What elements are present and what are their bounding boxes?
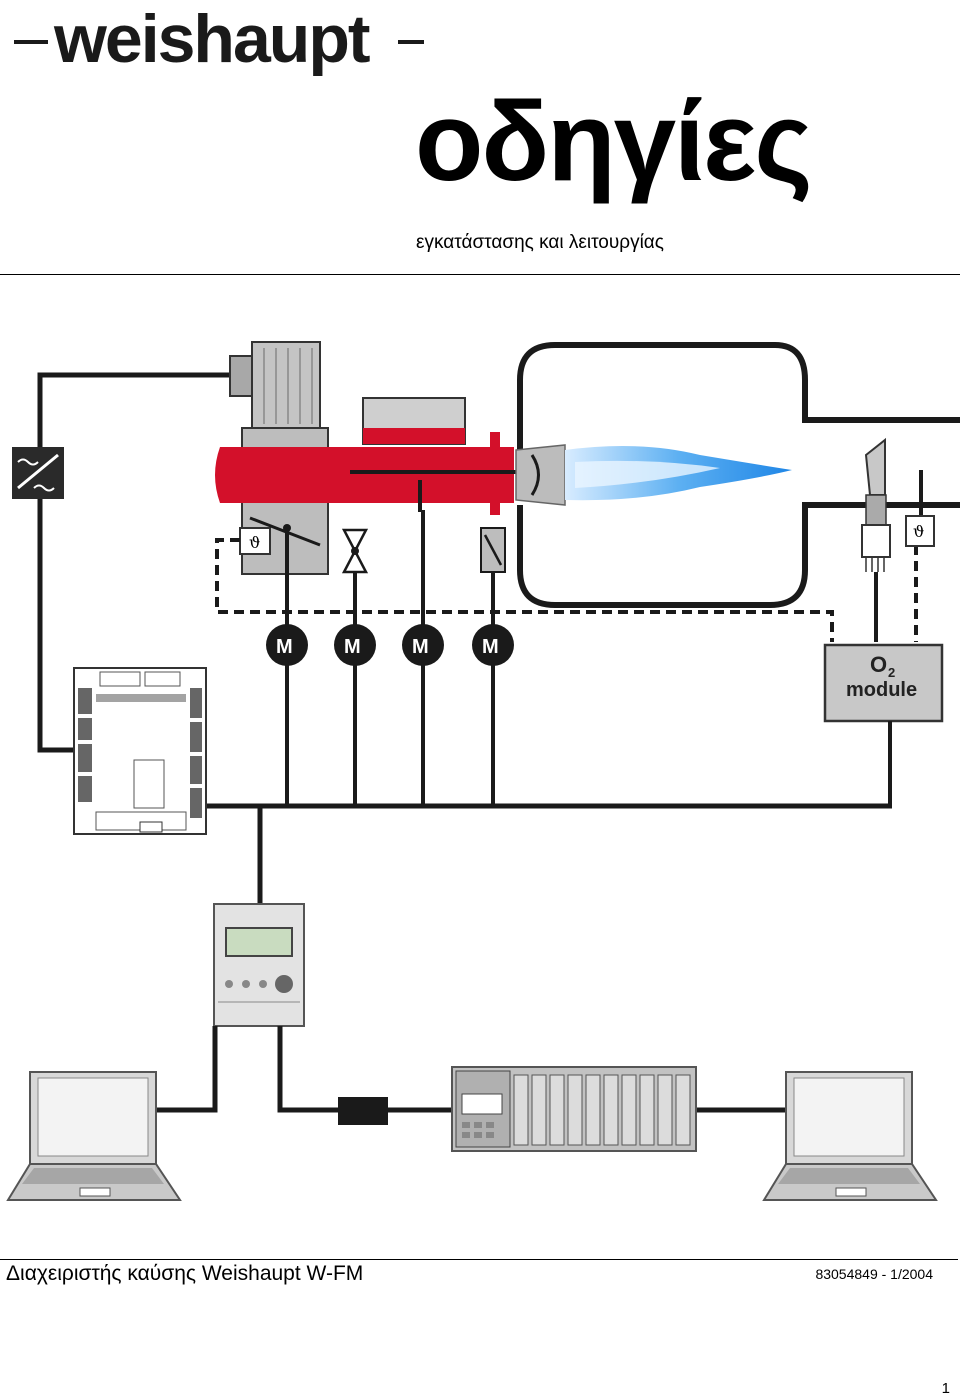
brand-wordmark: weishaupt xyxy=(53,1,370,77)
system-diagram: ϑ ϑ O 2 module xyxy=(6,341,960,1201)
water-sensor-icon xyxy=(12,447,64,499)
o2-label: O xyxy=(870,652,887,677)
page-subtitle: εγκατάστασης και λειτουργίας xyxy=(416,232,664,253)
motor-label: M xyxy=(344,636,361,658)
page-number: 1 xyxy=(941,1380,950,1397)
laptop-left xyxy=(6,1071,182,1201)
left-wire xyxy=(37,372,236,753)
theta-symbol-flue: ϑ xyxy=(913,522,924,541)
header-divider xyxy=(0,274,960,275)
fan-motor xyxy=(251,341,321,429)
plc-rack xyxy=(451,1066,697,1152)
actuator-motor: M xyxy=(266,624,308,666)
temp-sensor-flue xyxy=(905,515,935,547)
motor-label: M xyxy=(412,636,429,658)
network-adapter xyxy=(338,1097,388,1125)
actuator-motor: M xyxy=(334,624,376,666)
actuator-motor: M xyxy=(402,624,444,666)
fan-motor-cap xyxy=(229,355,255,397)
footer-divider xyxy=(0,1259,958,1260)
page-title: οδηγίες xyxy=(415,79,813,204)
motor-label: M xyxy=(276,636,293,658)
module-label: module xyxy=(846,679,917,701)
burner-head xyxy=(515,444,566,506)
o2-module xyxy=(823,643,944,723)
boiler-chamber xyxy=(517,342,960,608)
theta-symbol-air: ϑ xyxy=(249,533,260,552)
document-code: 83054849 - 1/2004 xyxy=(815,1266,933,1282)
o2-probe xyxy=(861,437,891,572)
weishaupt-logo: weishaupt xyxy=(14,1,424,77)
laptop-right xyxy=(762,1071,938,1201)
o2-subscript: 2 xyxy=(888,665,895,680)
control-board xyxy=(73,667,207,835)
document-title: Διαχειριστής καύσης Weishaupt W-FM xyxy=(6,1262,364,1285)
display-unit xyxy=(213,903,305,1027)
sensor-line xyxy=(215,538,834,642)
temp-sensor-air xyxy=(239,527,271,555)
actuator-motor: M xyxy=(472,624,514,666)
motor-label: M xyxy=(482,636,499,658)
